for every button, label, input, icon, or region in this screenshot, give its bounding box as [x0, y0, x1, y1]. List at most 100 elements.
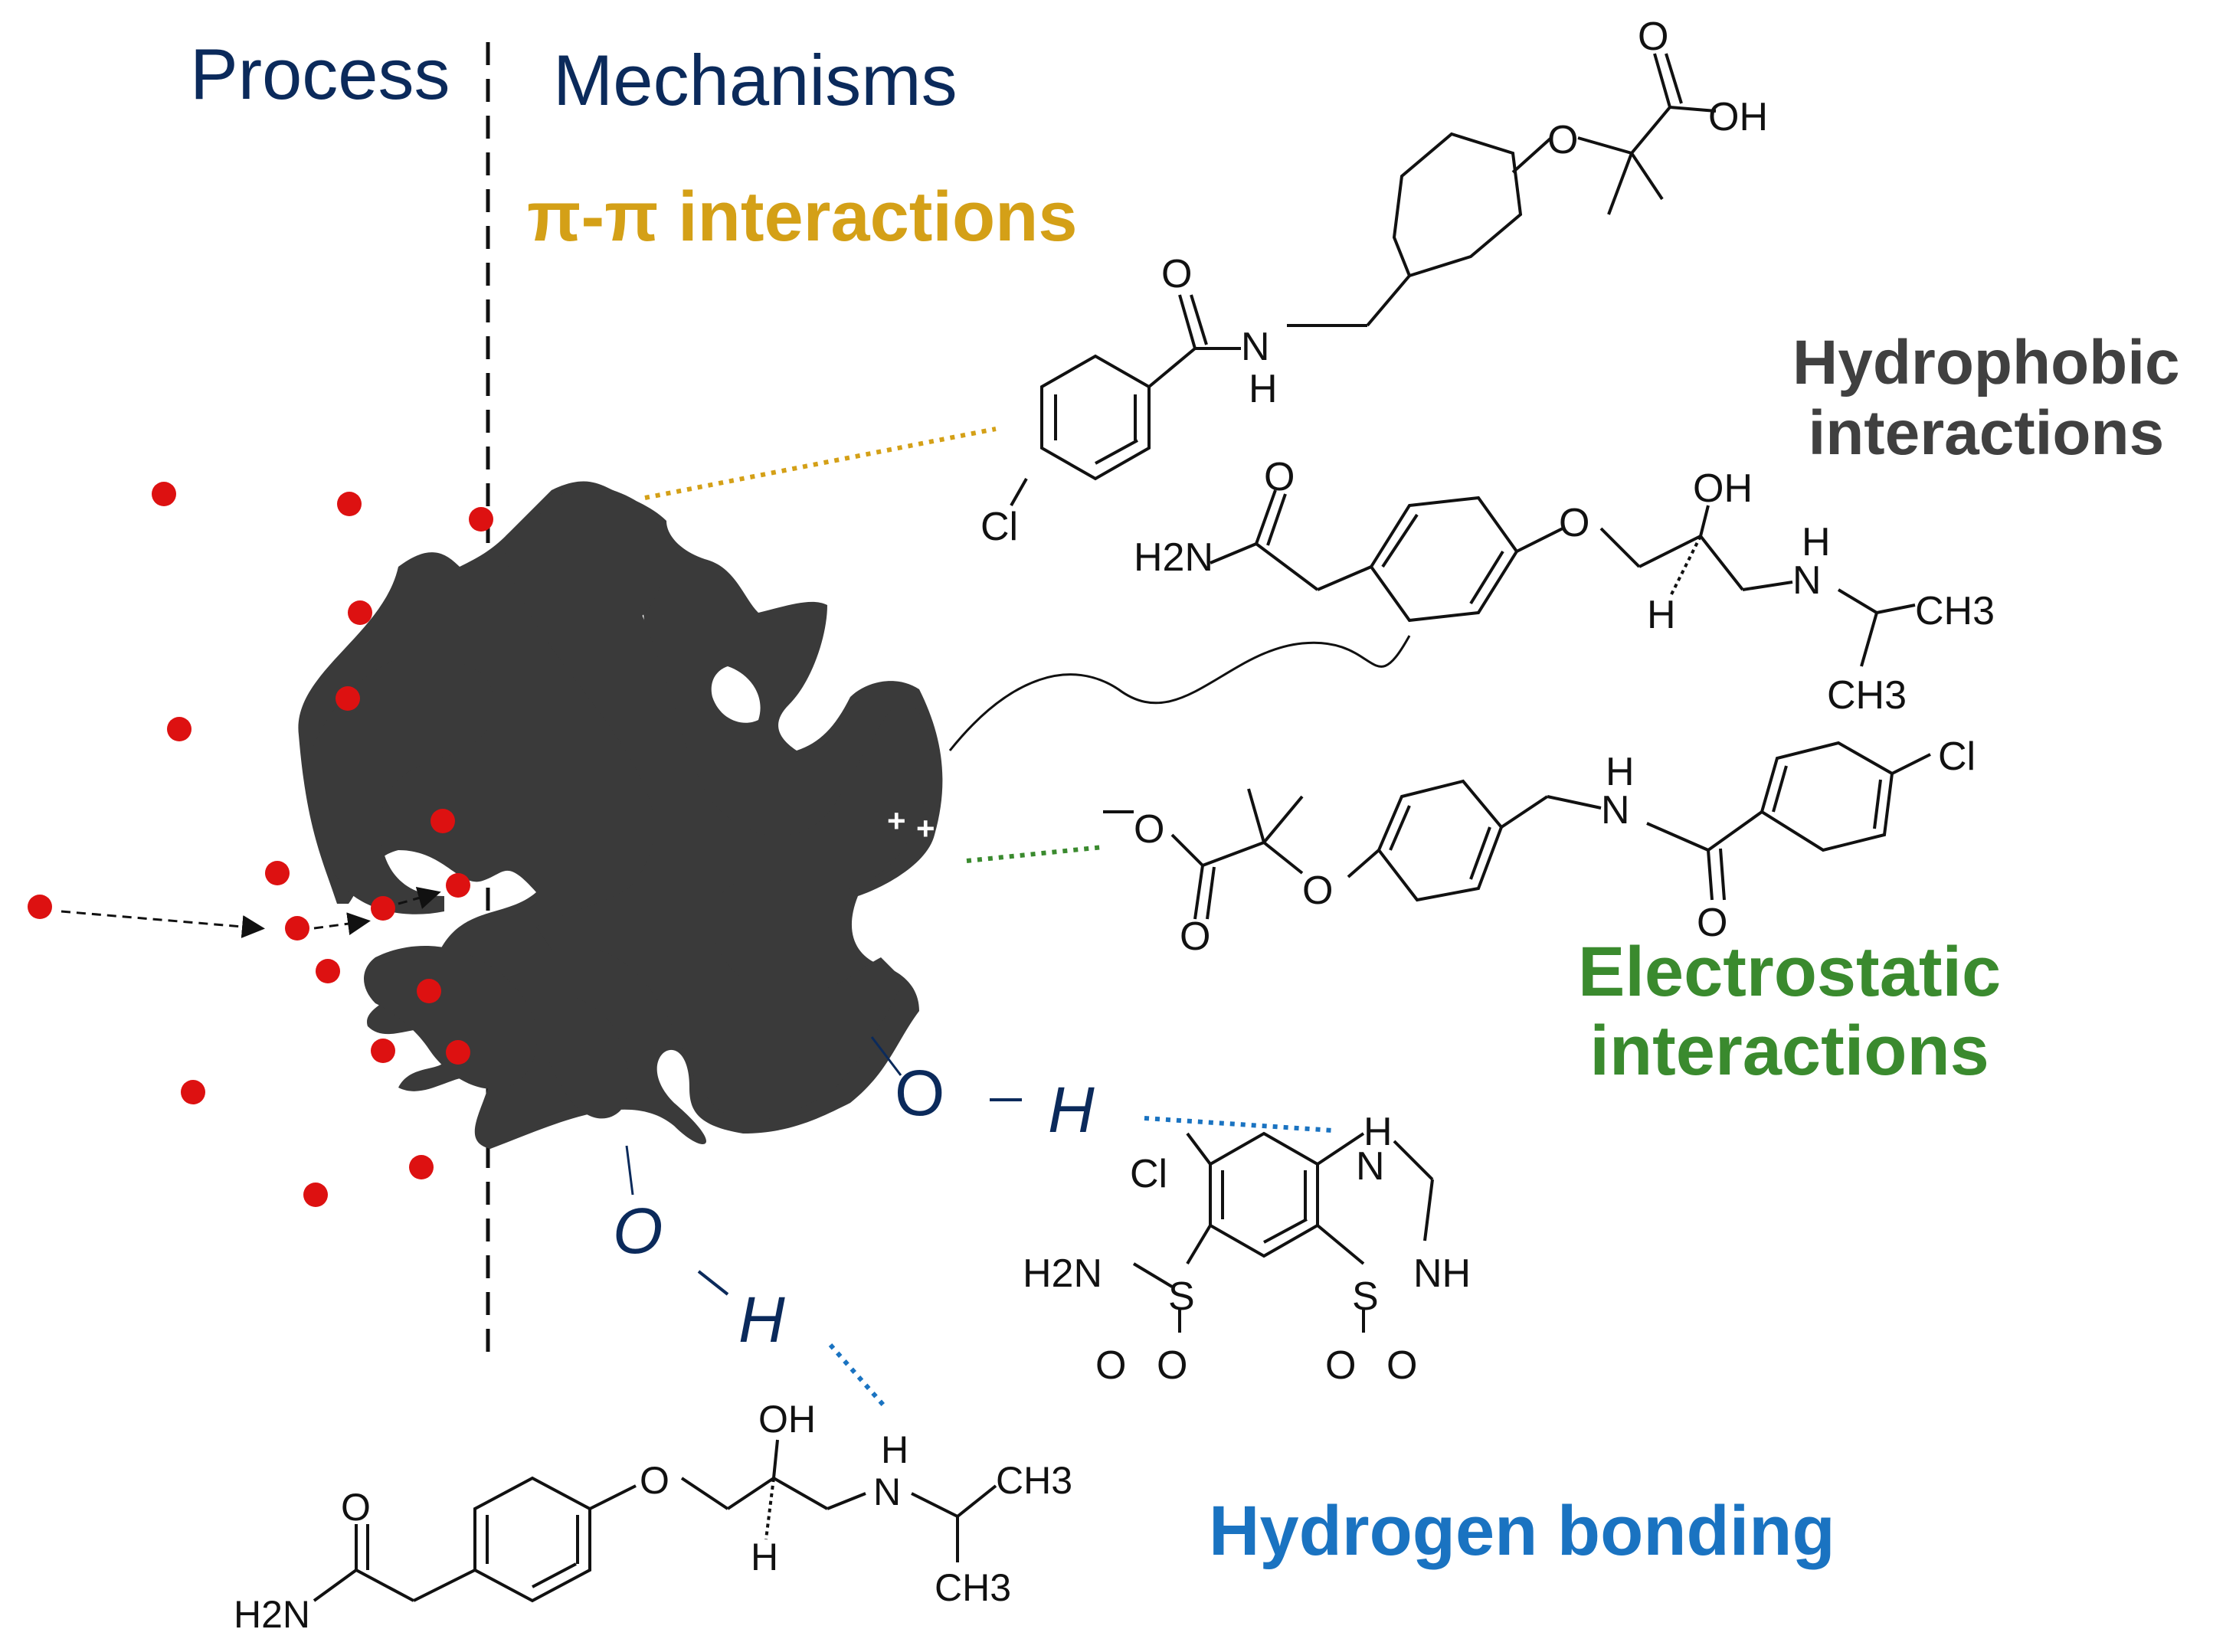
- positive-charge-3: +: [912, 850, 931, 886]
- hydroxyl-hydrogen-upper: H: [1048, 1074, 1095, 1146]
- hydrophobic-label-line1: Hydrophobic: [1792, 328, 2180, 397]
- atom-label: OH: [758, 1398, 816, 1441]
- process-header: Process: [190, 34, 450, 114]
- atom-label: Cl: [1130, 1152, 1167, 1196]
- atom-label: NH: [1413, 1251, 1471, 1296]
- atom-label: N: [873, 1470, 901, 1513]
- molecule-atenolol-middle-atoms: H2N O O OH H N H CH3 CH3: [1134, 455, 1995, 718]
- adsorbate-dot: [371, 1039, 395, 1063]
- hydrophobic-label-line2: interactions: [1808, 397, 2165, 468]
- diffusion-arrow-1: [61, 910, 265, 938]
- atom-label: N: [1356, 1144, 1385, 1189]
- atom-label: H2N: [1023, 1251, 1102, 1296]
- hydroxyl-oxygen-lower: O: [613, 1195, 663, 1267]
- adsorbate-dot: [336, 686, 360, 711]
- atom-label: O: [1325, 1343, 1356, 1388]
- atom-label: CH3: [1827, 673, 1907, 718]
- pi-pi-connector: [644, 427, 997, 500]
- atom-label: H: [1249, 367, 1278, 411]
- adsorbate-dot: [28, 895, 52, 919]
- adsorbate-dot: [167, 717, 192, 741]
- atom-label: H2N: [1134, 535, 1213, 580]
- atom-label: O: [1095, 1343, 1126, 1388]
- hydrogen-bonding-label: Hydrogen bonding: [1209, 1492, 1835, 1570]
- atom-label: N: [1792, 558, 1822, 603]
- adsorbate-dot: [409, 1155, 434, 1179]
- atom-label: OH: [1708, 95, 1768, 139]
- adsorbate-dot: [469, 507, 493, 532]
- hydroxyl-group-upper: O H: [870, 1036, 1095, 1146]
- atom-label: O: [1157, 1343, 1187, 1388]
- adsorbate-dot: [371, 896, 395, 921]
- adsorbate-dots: [28, 482, 493, 1207]
- diffusion-arrow-2: [313, 912, 371, 936]
- hydrophobic-label: Hydrophobic interactions: [1792, 328, 2180, 469]
- adsorbate-dot: [181, 1080, 205, 1104]
- mechanisms-header: Mechanisms: [553, 40, 958, 120]
- atom-label: O: [1302, 869, 1333, 913]
- electrostatic-label: Electrostatic interactions: [1578, 933, 2001, 1091]
- molecule-hydrochlorothiazide: [1132, 1131, 1434, 1333]
- positive-charge-2: +: [916, 810, 935, 846]
- atom-label: H: [881, 1428, 908, 1471]
- electrostatic-label-line1: Electrostatic: [1578, 933, 2002, 1011]
- electrostatic-label-line2: interactions: [1589, 1012, 1989, 1091]
- molecule-bezafibrate-top-atoms: Cl O N H O O OH: [980, 15, 1768, 549]
- adsorbate-dot: [430, 809, 455, 833]
- atom-label: CH3: [935, 1566, 1011, 1609]
- atom-label: O: [1264, 455, 1295, 499]
- atom-label: O: [1547, 118, 1578, 162]
- atom-label: Cl: [980, 505, 1018, 549]
- atom-label: N: [1601, 788, 1630, 833]
- hbond-connector-upper: [1144, 1116, 1334, 1133]
- molecule-atenolol-middle: [1210, 489, 1916, 667]
- atom-label: O: [1134, 807, 1164, 852]
- atom-label: H: [1647, 593, 1676, 637]
- electrostatic-connector: [966, 845, 1104, 863]
- molecule-bezafibrate-ester-atoms: O O O N H O Cl: [1134, 734, 1976, 959]
- adsorbate-dot: [337, 492, 362, 516]
- adsorbate-dot: [152, 482, 176, 506]
- hbond-connector-lower: [828, 1343, 889, 1411]
- adsorbate-dot: [417, 979, 441, 1003]
- atom-label: O: [1638, 15, 1668, 59]
- atom-label: H: [1363, 1110, 1393, 1154]
- molecule-bezafibrate-top: [1010, 53, 1717, 506]
- atom-label: H: [751, 1536, 778, 1578]
- atom-label: O: [640, 1459, 669, 1502]
- atom-label: O: [1386, 1343, 1417, 1388]
- atom-label: Cl: [1938, 734, 1976, 779]
- atom-label: O: [1697, 901, 1727, 945]
- atom-label: H2N: [234, 1593, 310, 1636]
- adsorbate-dot: [265, 861, 290, 885]
- adsorbate-dot: [446, 1040, 470, 1065]
- adsorbent-fingers: [306, 487, 930, 1120]
- hydrophobic-connector: [948, 635, 1411, 751]
- adsorbate-dot: [446, 873, 470, 898]
- hydroxyl-hydrogen-lower: H: [738, 1284, 785, 1356]
- atom-label: H: [1606, 750, 1635, 794]
- atom-label: N: [1241, 325, 1270, 369]
- molecule-atenolol-bottom-atoms: O H2N O OH H N H CH3 CH3: [234, 1398, 1072, 1636]
- atom-label: CH3: [1915, 589, 1995, 633]
- atom-label: O: [341, 1486, 371, 1529]
- pi-pi-label: π-π interactions: [527, 178, 1078, 256]
- adsorbate-dot: [348, 600, 372, 625]
- atom-label: H: [1802, 520, 1831, 564]
- atom-label: O: [1180, 914, 1210, 959]
- atom-label: S: [1352, 1274, 1379, 1319]
- atom-label: OH: [1693, 466, 1753, 511]
- hydroxyl-oxygen-upper: O: [895, 1057, 944, 1129]
- atom-label: O: [1559, 501, 1589, 545]
- atom-label: S: [1168, 1274, 1195, 1319]
- atom-label: CH3: [996, 1459, 1072, 1502]
- molecule-hydrochlorothiazide-atoms: H N Cl NH H2N S S O O O O: [1023, 1110, 1471, 1388]
- adsorbate-dot: [316, 959, 340, 983]
- positive-charge-4: +: [885, 905, 904, 941]
- diffusion-arrow-3: [398, 887, 441, 909]
- molecule-atenolol-bottom: [313, 1439, 997, 1603]
- adsorbate-dot: [303, 1183, 328, 1207]
- adsorbate-dot: [285, 916, 309, 940]
